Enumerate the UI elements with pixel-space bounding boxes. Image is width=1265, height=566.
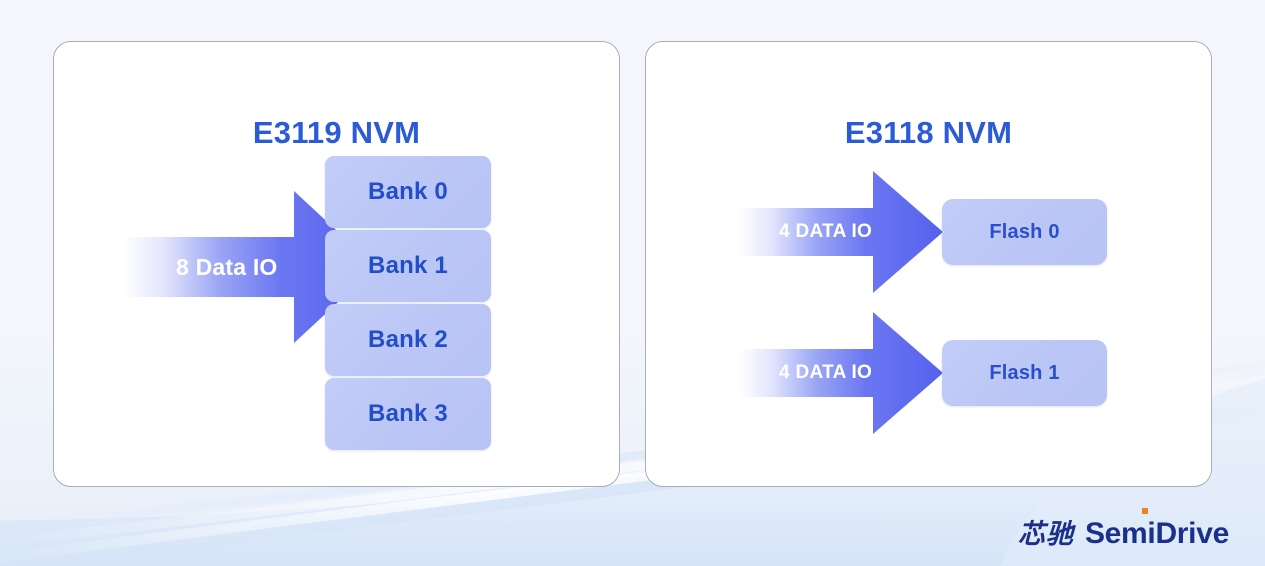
arrow-4-data-io-1: 4 DATA IO	[739, 309, 943, 437]
block-label-bank-0: Bank 0	[368, 178, 448, 205]
page-title-e3118: E3118 NVM	[844, 115, 1013, 150]
page-title-e3119: E3119 NVM	[252, 115, 421, 150]
brand-logo-accent-dot-icon	[1141, 508, 1148, 514]
block-bank-3: Bank 3	[325, 378, 491, 450]
arrow-4-data-io-0: 4 DATA IO	[739, 168, 943, 296]
block-bank-2: Bank 2	[325, 304, 491, 376]
block-label-flash-0: Flash 0	[989, 220, 1060, 243]
brand-logo-english: SemiDrive	[1084, 508, 1229, 550]
block-bank-0: Bank 0	[325, 156, 491, 228]
block-label-bank-1: Bank 1	[368, 252, 448, 279]
block-label-bank-2: Bank 2	[368, 326, 448, 353]
brand-logo-chinese: 芯驰	[1017, 519, 1074, 550]
panel-e3118: E3118 NVM 4 DATA IO	[645, 41, 1212, 487]
block-flash-1: Flash 1	[942, 340, 1107, 406]
block-bank-1: Bank 1	[325, 230, 491, 302]
block-flash-0: Flash 0	[942, 199, 1107, 265]
block-label-flash-1: Flash 1	[989, 361, 1060, 384]
brand-logo-english-text: SemiDrive	[1084, 517, 1229, 550]
block-label-bank-3: Bank 3	[368, 400, 448, 427]
brand-logo: 芯驰 SemiDrive	[1017, 508, 1229, 550]
panel-e3119: E3119 NVM 8 Data IO Bank 0	[53, 41, 620, 487]
